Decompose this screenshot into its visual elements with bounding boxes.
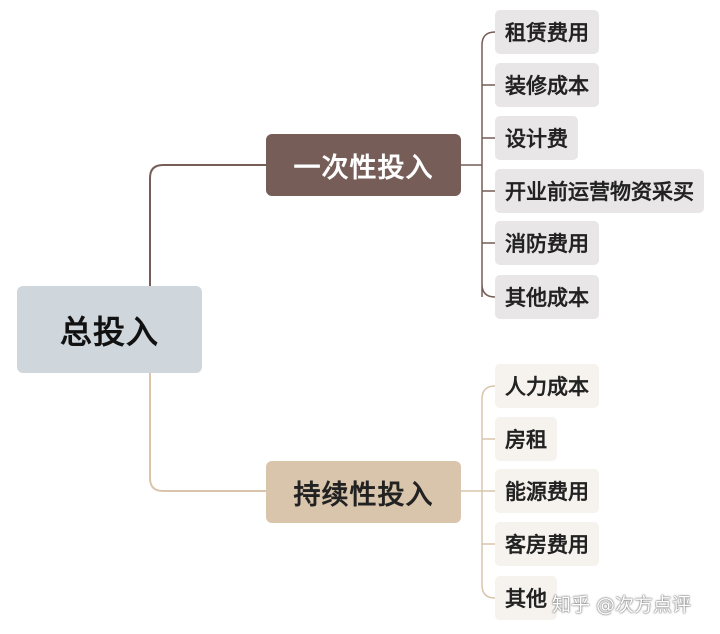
leaf-node-label: 消防费用 [505,232,589,256]
leaf-node-label: 房租 [505,428,547,452]
leaf-node: 能源费用 [495,469,599,513]
leaf-node-label: 设计费 [505,127,568,151]
leaf-node: 其他 [495,576,557,620]
leaf-node-label: 租赁费用 [505,21,589,45]
branch-node-one-time-investment: 一次性投入 [266,134,461,196]
watermark: 知乎 @次方点评 [552,594,692,616]
leaf-node: 客房费用 [495,522,599,566]
leaf-node: 房租 [495,417,557,461]
leaf-node-label: 开业前运营物资采买 [505,180,694,204]
branch-node-ongoing-investment: 持续性投入 [266,461,461,523]
leaf-node: 其他成本 [495,275,599,319]
leaf-node-label: 装修成本 [505,74,589,98]
leaf-node-label: 能源费用 [505,480,589,504]
root-node-label: 总投入 [59,312,159,351]
leaf-node: 设计费 [495,116,578,160]
leaf-node: 开业前运营物资采买 [495,169,704,213]
connector-root-branch-2 [149,373,266,492]
leaf-node-label: 其他 [505,587,547,611]
connector-root-branch-1 [149,164,266,286]
root-node-total-investment: 总投入 [17,286,202,373]
leaf-node-label: 客房费用 [505,533,589,557]
branch-node-label: 一次性投入 [293,152,434,184]
leaf-node-label: 其他成本 [505,286,589,310]
connector-branch-2-leaves [461,385,496,599]
leaf-node: 装修成本 [495,63,599,107]
branch-node-label: 持续性投入 [293,479,434,511]
leaf-node-label: 人力成本 [505,375,589,399]
leaf-node: 租赁费用 [495,10,599,54]
leaf-node: 消防费用 [495,221,599,265]
leaf-node: 人力成本 [495,364,599,408]
connector-branch-1-leaves [461,31,496,298]
